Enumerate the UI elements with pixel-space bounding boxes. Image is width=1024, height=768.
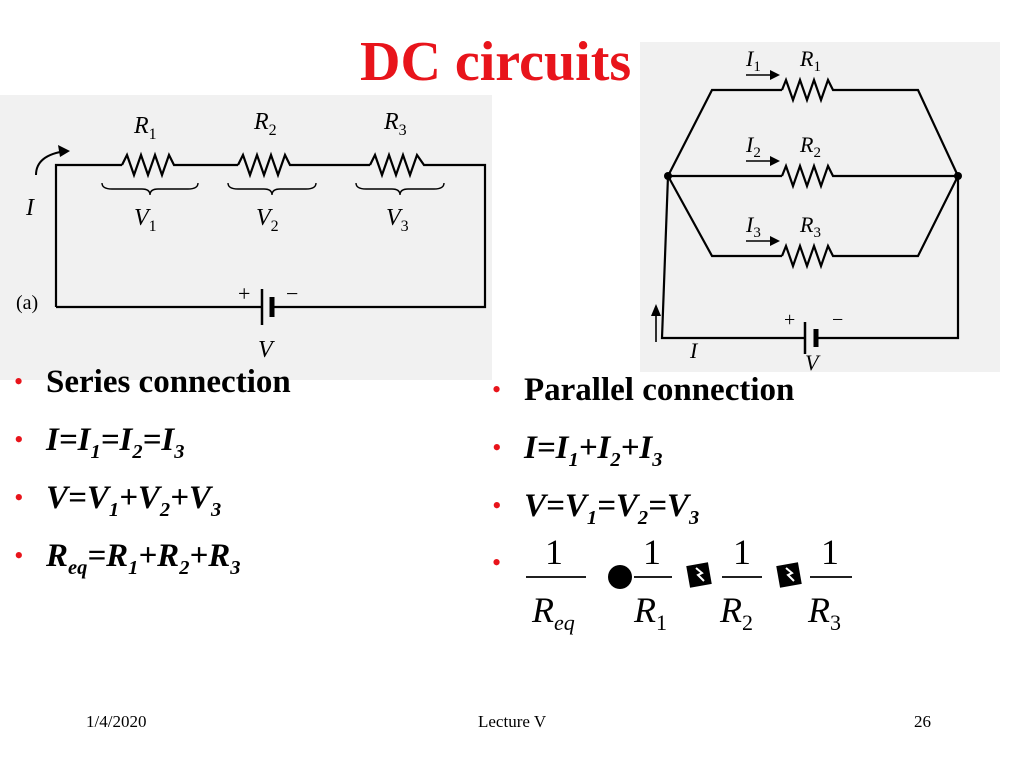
parallel-heading: Parallel connection <box>524 372 795 408</box>
formula-numerator-4: 1 <box>821 532 839 572</box>
i3-label: I3 <box>745 212 761 241</box>
series-circuit-diagram: R1 R2 R3 V1 V2 V3 I V (a) + − <box>16 109 487 363</box>
parallel-formula-bullet: • <box>492 548 501 578</box>
plus-symbol-glyph-2 <box>776 562 802 588</box>
series-heading-item: • Series connection <box>10 362 291 420</box>
r3-label: R3 <box>383 109 407 139</box>
branch-3-resistor <box>780 242 838 270</box>
plus-symbol-glyph-1 <box>686 562 712 588</box>
bullet-dot: • <box>492 548 502 577</box>
parallel-current-label: I <box>689 338 699 363</box>
footer-center-text: Lecture V <box>478 712 547 731</box>
parallel-bullet-list: • Parallel connection • I=I1+I2+I3 • V=V… <box>488 370 794 544</box>
parallel-circuit-diagram: I1 R1 I2 R2 I3 R3 V I + − <box>651 46 962 375</box>
series-current-item: • I=I1=I2=I3 <box>14 422 185 463</box>
parallel-voltage-item: • V=V1=V2=V3 <box>492 488 700 529</box>
parallel-resistance-formula: 1 1 1 1 Req R1 R2 R3 <box>526 532 852 635</box>
bullet-dot: • <box>14 367 24 396</box>
formula-numerator-3: 1 <box>733 532 751 572</box>
resistor-r3 <box>369 151 428 179</box>
bullet-dot: • <box>14 541 24 570</box>
right-junction <box>954 172 962 180</box>
wire-left-return <box>660 175 805 340</box>
pr3-label: R3 <box>799 212 821 241</box>
series-battery-minus: − <box>286 281 298 306</box>
denominator-req: Req <box>531 590 575 635</box>
left-junction <box>664 172 672 180</box>
resistor-r1 <box>121 151 178 179</box>
formula-numerator-2: 1 <box>643 532 661 572</box>
footer-date: 1/4/2020 <box>86 712 147 731</box>
i1-label: I1 <box>745 46 761 75</box>
resistor-r2 <box>237 151 294 179</box>
parallel-battery-label: V <box>805 350 821 372</box>
bullet-dot: • <box>492 491 502 520</box>
parallel-circuit-figure: I1 R1 I2 R2 I3 R3 V I + − <box>640 42 1000 375</box>
wire-right <box>272 163 487 309</box>
parallel-current-item: • I=I1+I2+I3 <box>492 430 663 471</box>
denominator-r3: R3 <box>807 590 841 635</box>
wire-right-return <box>818 176 960 340</box>
series-battery-plus: + <box>238 281 250 306</box>
r1-label: R1 <box>133 113 157 143</box>
series-resistance-item: • Req=R1+R2+R3 <box>14 538 241 579</box>
wire-left <box>54 163 122 307</box>
bullet-dot: • <box>14 425 24 454</box>
i-arrowhead <box>651 304 661 316</box>
branch-1-resistor <box>780 76 838 104</box>
brace-v2 <box>227 182 317 196</box>
branch-3-wire-right <box>838 175 959 258</box>
parallel-battery-plus: + <box>784 309 795 331</box>
pr1-label: R1 <box>799 46 821 75</box>
current-arrowhead <box>58 145 70 157</box>
v2-label: V2 <box>256 205 279 235</box>
branch-1-wire-left <box>667 88 782 177</box>
i3-arrowhead <box>770 236 780 246</box>
brace-v1 <box>101 182 199 196</box>
r2-label: R2 <box>253 109 277 139</box>
part-label: (a) <box>16 292 38 314</box>
series-circuit-figure: R1 R2 R3 V1 V2 V3 I V (a) + − <box>0 95 492 380</box>
v3-label: V3 <box>386 205 409 235</box>
formula-numerator-1: 1 <box>545 532 563 572</box>
series-battery-label: V <box>258 337 275 363</box>
bullet-dot: • <box>492 375 502 404</box>
series-voltage-item: • V=V1+V2+V3 <box>14 480 222 521</box>
i1-arrowhead <box>770 70 780 80</box>
equals-symbol-glyph <box>608 565 632 589</box>
branch-1-wire-right <box>838 88 959 177</box>
brace-v3 <box>355 182 445 196</box>
denominator-r2: R2 <box>719 590 753 635</box>
pr2-label: R2 <box>799 132 821 161</box>
branch-2-resistor <box>780 162 838 190</box>
bullet-dot: • <box>492 433 502 462</box>
i2-arrowhead <box>770 156 780 166</box>
page-number: 26 <box>914 712 931 731</box>
parallel-heading-item: • Parallel connection <box>488 370 794 428</box>
parallel-battery-minus: − <box>832 309 843 331</box>
branch-3-wire-left <box>667 175 782 258</box>
series-current-label: I <box>25 195 35 221</box>
series-heading: Series connection <box>46 364 291 400</box>
denominator-r1: R1 <box>633 590 667 635</box>
series-bullet-list: • Series connection • I=I1=I2=I3 • V=V1+… <box>10 362 291 594</box>
i2-label: I2 <box>745 132 761 161</box>
v1-label: V1 <box>134 205 157 235</box>
bullet-dot: • <box>14 483 24 512</box>
slide-title: DC circuits <box>360 31 632 93</box>
